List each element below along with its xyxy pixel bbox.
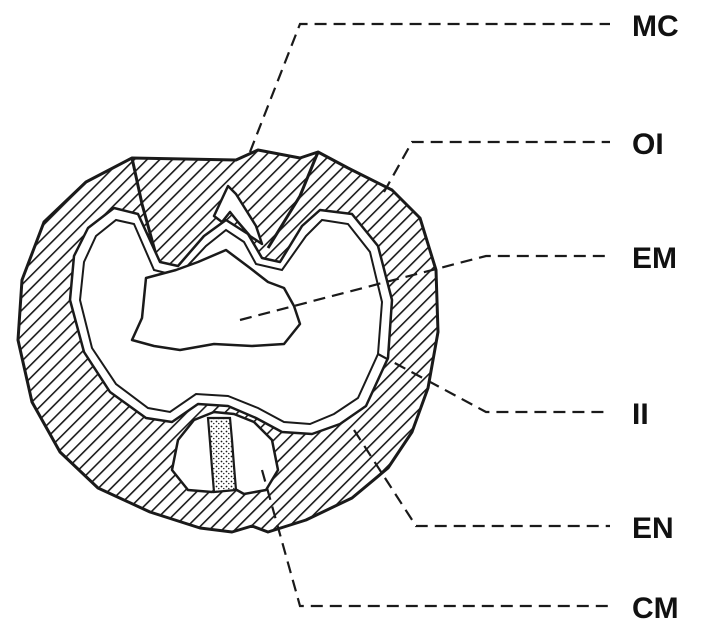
label-en: EN <box>632 512 674 545</box>
label-mc: MC <box>632 10 679 43</box>
leader-mc <box>250 24 610 152</box>
label-cm: CM <box>632 592 679 625</box>
label-ii: II <box>632 398 649 431</box>
leader-oi <box>384 142 610 192</box>
label-em: EM <box>632 242 677 275</box>
stippled-strand <box>208 418 236 492</box>
label-oi: OI <box>632 128 664 161</box>
